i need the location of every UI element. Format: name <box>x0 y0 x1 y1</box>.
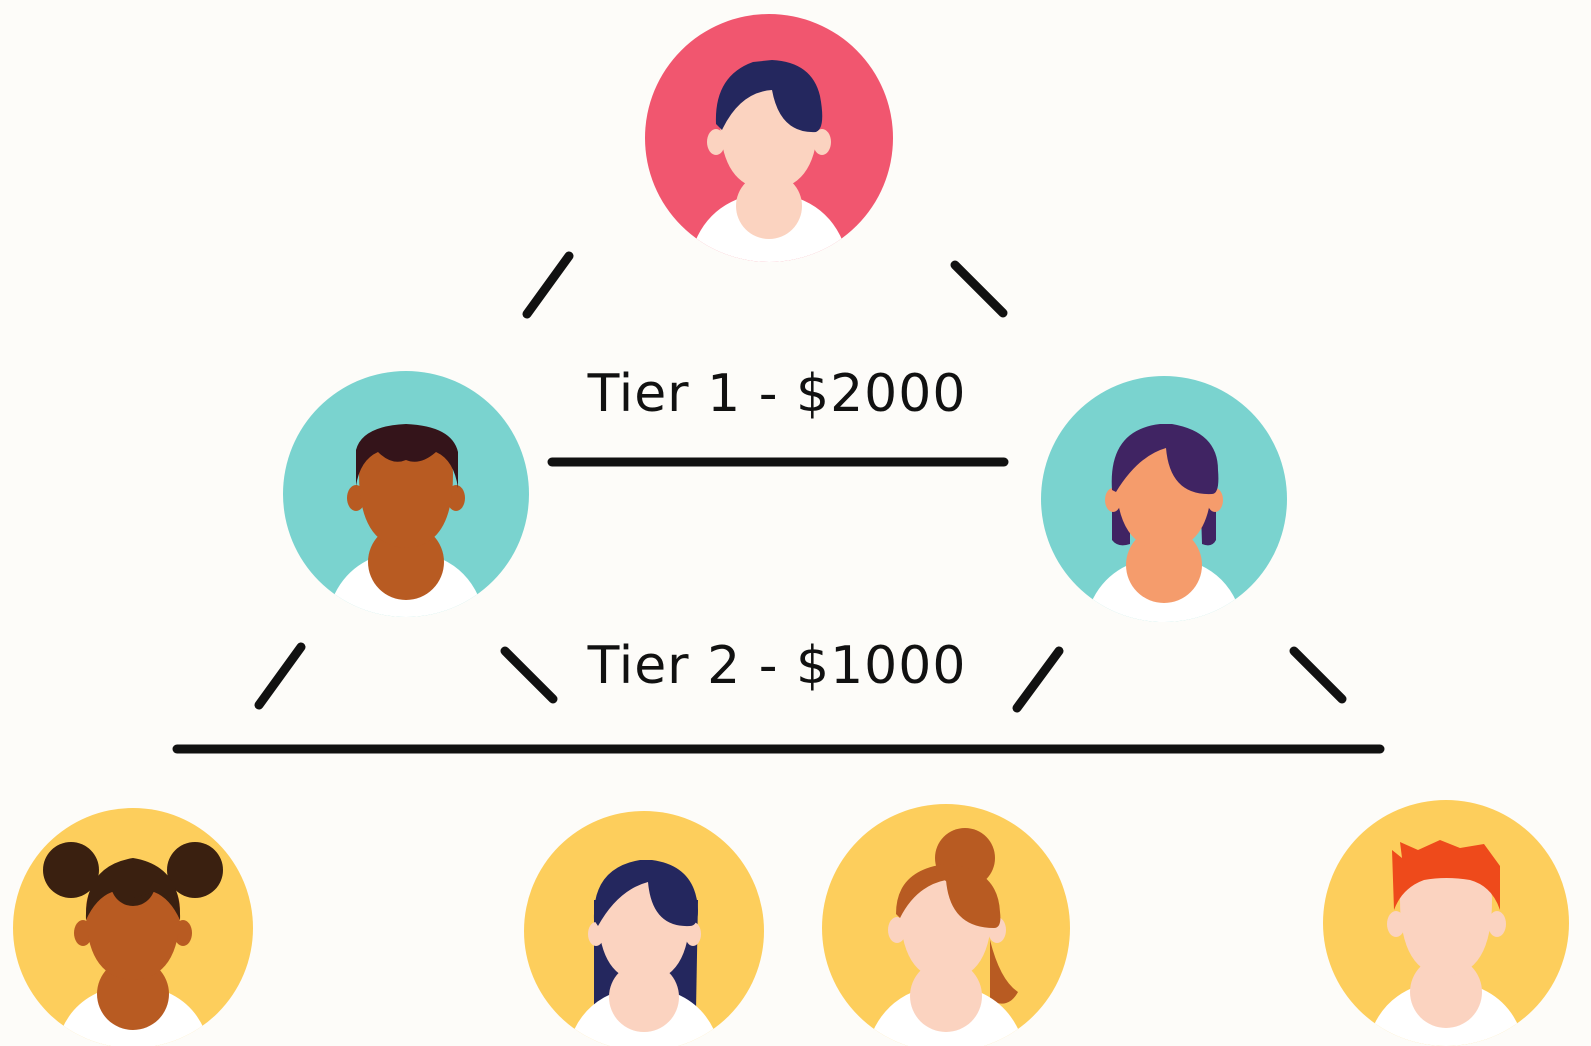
avatar-tier2-4 <box>1323 800 1569 1046</box>
connector-t1r-left <box>1012 646 1064 713</box>
connector-t1l-left <box>254 642 306 710</box>
avatar-tier1-right <box>1041 376 1287 622</box>
tier-1-label: Tier 1 - $2000 <box>587 364 967 424</box>
avatar-tier2-2 <box>524 811 764 1046</box>
avatar-tier2-3 <box>822 804 1070 1046</box>
connector-lines <box>172 251 1385 754</box>
avatar-tier2-1 <box>13 808 253 1046</box>
connector-t1r-right <box>1289 646 1347 704</box>
connector-top-left <box>522 251 574 319</box>
connector-t1l-right <box>500 646 558 704</box>
connector-top-right <box>950 260 1008 318</box>
tier-2-label: Tier 2 - $1000 <box>587 636 967 696</box>
avatar-tier1-left <box>283 371 529 617</box>
avatar-top-referrer <box>645 14 893 262</box>
